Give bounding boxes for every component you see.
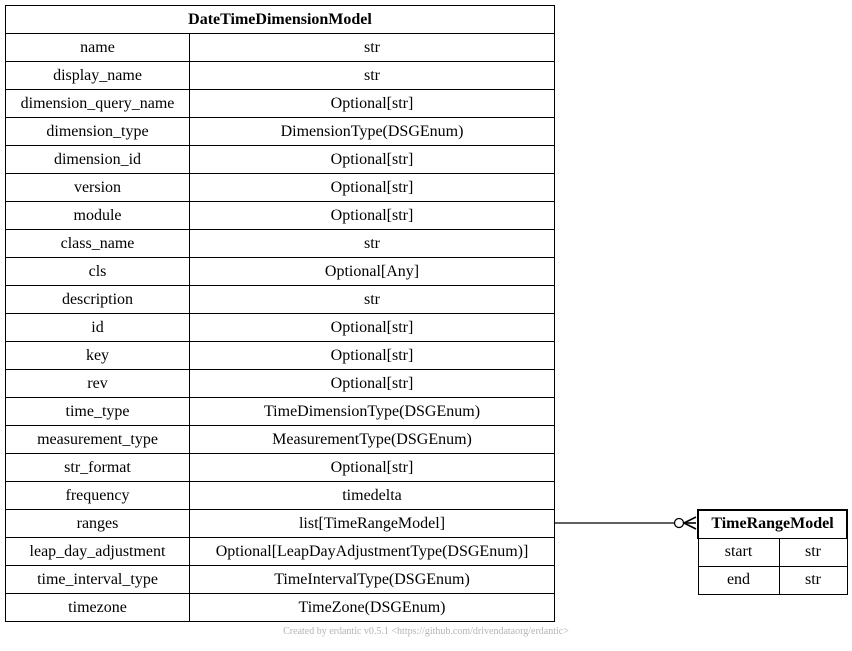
field-name: dimension_query_name (5, 89, 190, 118)
field-name: end (697, 565, 780, 595)
field-name: str_format (5, 453, 190, 482)
entity-title: TimeRangeModel (696, 509, 849, 539)
entity-header: DateTimeDimensionModel (5, 5, 555, 34)
field-name: description (5, 285, 190, 314)
field-type: Optional[str] (189, 201, 555, 230)
entity-title: DateTimeDimensionModel (5, 5, 555, 34)
field-type: Optional[str] (189, 369, 555, 398)
field-name: leap_day_adjustment (5, 537, 190, 566)
field-name: display_name (5, 61, 190, 90)
field-type: MeasurementType(DSGEnum) (189, 425, 555, 454)
field-name: class_name (5, 229, 190, 258)
field-type: Optional[str] (189, 173, 555, 202)
field-name: dimension_type (5, 117, 190, 146)
field-type: Optional[LeapDayAdjustmentType(DSGEnum)] (189, 537, 555, 566)
field-name: module (5, 201, 190, 230)
field-type: DimensionType(DSGEnum) (189, 117, 555, 146)
field-name: dimension_id (5, 145, 190, 174)
field-name: time_type (5, 397, 190, 426)
field-type: str (778, 565, 848, 595)
edge-crowfoot-lower (683, 522, 697, 530)
field-type: TimeZone(DSGEnum) (189, 593, 555, 622)
entity-header: TimeRangeModel (696, 509, 849, 539)
field-type: Optional[str] (189, 341, 555, 370)
field-type: Optional[str] (189, 145, 555, 174)
field-type: str (189, 229, 555, 258)
field-name: name (5, 33, 190, 62)
edge-crowfoot-upper (683, 516, 697, 524)
field-type: Optional[str] (189, 89, 555, 118)
field-type: Optional[str] (189, 453, 555, 482)
field-name: ranges (5, 509, 190, 538)
edge-optional-marker (673, 517, 685, 529)
field-type: str (189, 285, 555, 314)
field-name: measurement_type (5, 425, 190, 454)
footer-credit: Created by erdantic v0.5.1 <https://gith… (283, 626, 569, 637)
edge-ranges-to-time-range-model (555, 516, 697, 530)
field-name: time_interval_type (5, 565, 190, 594)
field-name: start (697, 537, 780, 567)
entity-datetime-dimension-model: DateTimeDimensionModel name str display_na… (5, 5, 555, 622)
field-name: version (5, 173, 190, 202)
field-name: timezone (5, 593, 190, 622)
field-type: TimeDimensionType(DSGEnum) (189, 397, 555, 426)
field-name: rev (5, 369, 190, 398)
